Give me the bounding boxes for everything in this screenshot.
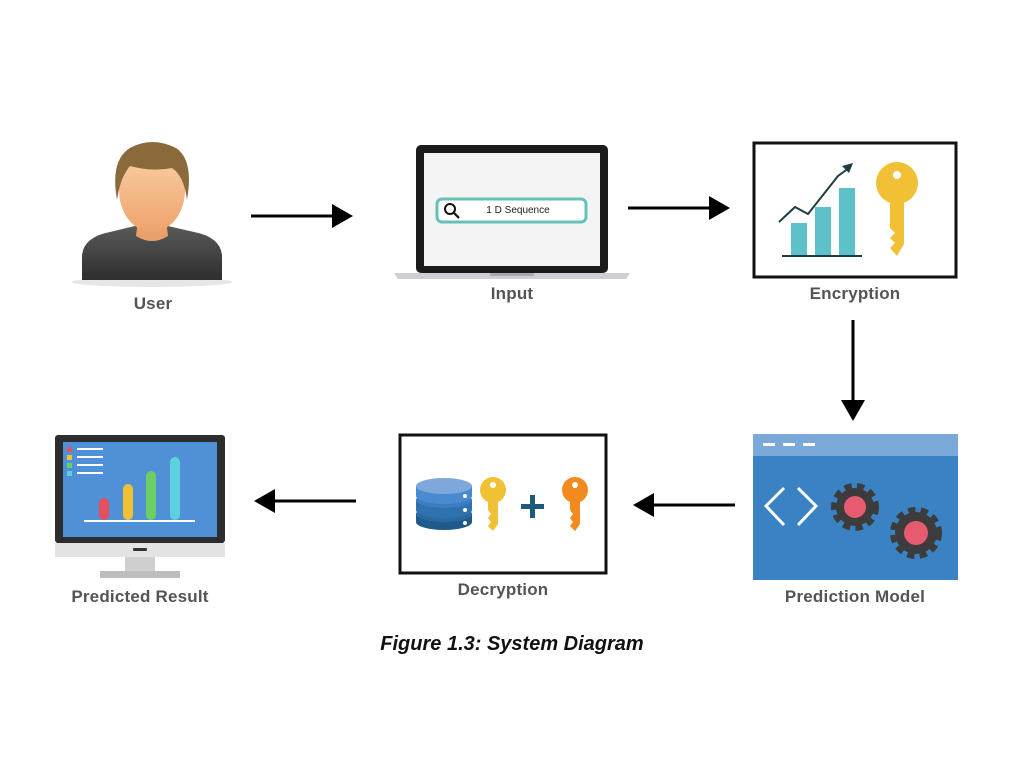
laptop-icon (394, 145, 630, 279)
input-label: Input (490, 284, 534, 303)
search-bar-text: 1 D Sequence (486, 205, 550, 216)
gear-icon (831, 483, 879, 531)
search-icon (444, 203, 460, 219)
decryption-label: Decryption (457, 580, 549, 599)
user-icon (72, 142, 232, 287)
database-icon (416, 478, 472, 530)
key-icon (480, 477, 506, 531)
prediction-model-label: Prediction Model (784, 587, 926, 606)
key-icon (876, 162, 918, 256)
prediction-model-panel (753, 434, 958, 580)
encryption-label: Encryption (809, 284, 901, 303)
monitor-icon (55, 435, 225, 578)
figure-caption: Figure 1.3: System Diagram (380, 633, 644, 655)
decryption-box (398, 433, 608, 575)
encryption-box (752, 141, 958, 279)
gear-icon (890, 507, 942, 559)
bar-chart-icon (84, 457, 195, 522)
user-label: User (133, 294, 173, 313)
search-bar (435, 197, 588, 224)
bar-chart-icon (778, 163, 862, 257)
plus-icon (521, 495, 544, 518)
code-icon (763, 486, 819, 527)
legend-icon (67, 447, 103, 476)
predicted-result-label: Predicted Result (71, 587, 209, 606)
key-icon (562, 477, 588, 531)
